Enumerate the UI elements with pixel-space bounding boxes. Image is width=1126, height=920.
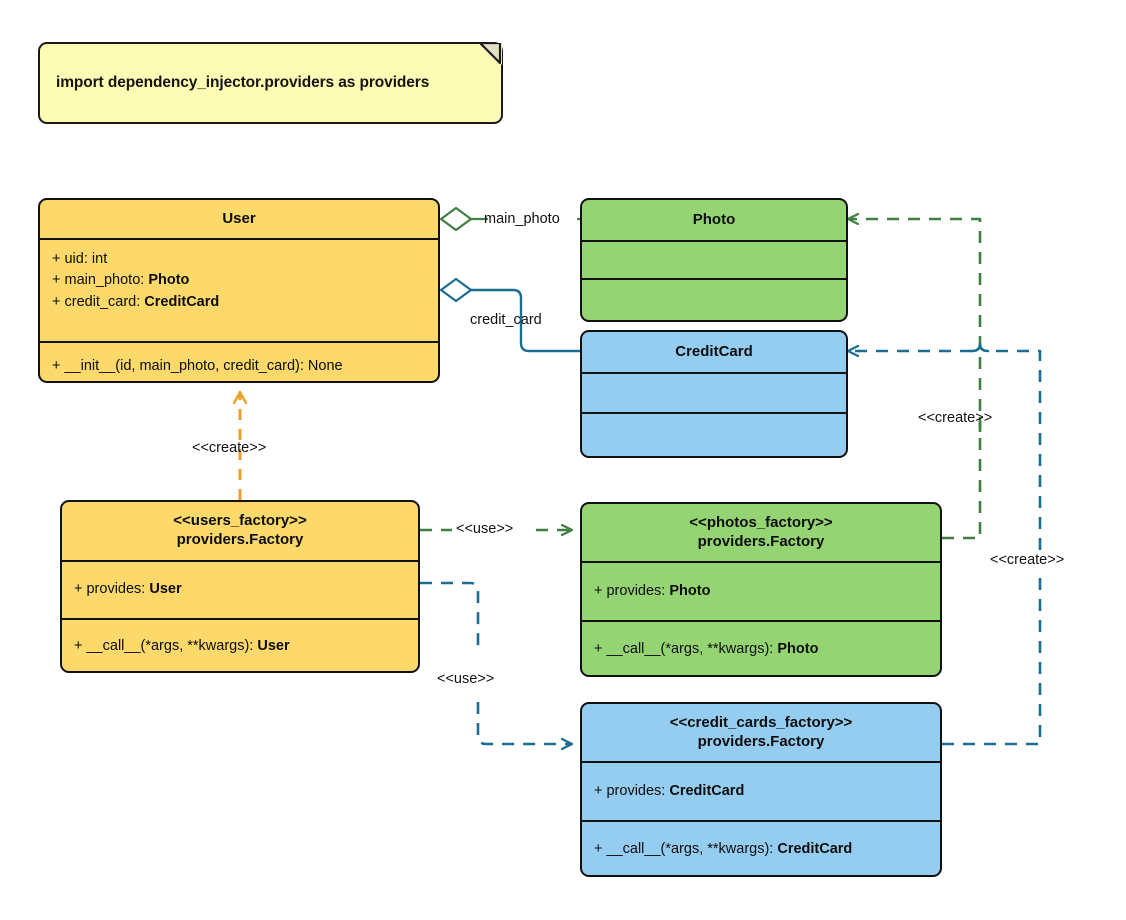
edge-create-photo (848, 219, 982, 540)
class-member: + credit_card: CreditCard (52, 293, 220, 310)
class-separator (582, 240, 846, 242)
class-stereotype-photos-factory: <<photos_factory>> (689, 513, 833, 531)
class-methods-credit-cards-factory: + __call__(*args, **kwargs): CreditCard (582, 822, 940, 875)
class-attributes-users-factory: + provides: User (62, 562, 418, 618)
class-methods-photo (582, 280, 846, 320)
class-box-photo[interactable]: Photo (580, 198, 848, 322)
class-separator (40, 238, 438, 240)
class-separator (62, 560, 418, 562)
class-methods-credit-card (582, 414, 846, 456)
aggregation-diamond-main-photo (439, 206, 473, 232)
class-stereotype-credit-cards-factory: <<credit_cards_factory>> (669, 713, 853, 731)
class-separator (582, 412, 846, 414)
class-methods-photos-factory: + __call__(*args, **kwargs): Photo (582, 622, 940, 675)
class-member: + __call__(*args, **kwargs): Photo (594, 641, 819, 658)
class-title-photos-factory: <<photos_factory>> providers.Factory (582, 504, 940, 561)
class-separator (582, 561, 940, 563)
class-member: + provides: CreditCard (594, 782, 745, 799)
class-member: + __init__(id, main_photo, credit_card):… (52, 358, 343, 375)
class-methods-users-factory: + __call__(*args, **kwargs): User (62, 620, 418, 671)
class-separator (582, 820, 940, 822)
class-name-users-factory: providers.Factory (176, 531, 304, 548)
class-member: + __call__(*args, **kwargs): User (74, 638, 290, 655)
class-member: + uid: int (52, 251, 108, 267)
class-attributes-credit-cards-factory: + provides: CreditCard (582, 763, 940, 820)
class-attributes-photo (582, 242, 846, 278)
edge-label-create-photo: <<create>> (918, 410, 993, 426)
class-box-users-factory[interactable]: <<users_factory>> providers.Factory + pr… (60, 500, 420, 673)
class-name-credit-cards-factory: providers.Factory (697, 732, 825, 750)
class-member: + provides: Photo (594, 582, 711, 599)
class-member: + __call__(*args, **kwargs): CreditCard (594, 841, 853, 858)
edge-label-use-photos-factory: <<use>> (456, 521, 514, 537)
class-title-credit-cards-factory: <<credit_cards_factory>> providers.Facto… (582, 704, 940, 761)
class-box-credit-cards-factory[interactable]: <<credit_cards_factory>> providers.Facto… (580, 702, 942, 877)
class-title-credit-card: CreditCard (582, 332, 846, 372)
aggregation-diamond-credit-card (439, 277, 473, 303)
line-hop (970, 342, 990, 353)
class-title-user: User (40, 200, 438, 238)
edge-label-credit-card: credit_card (470, 312, 542, 328)
class-box-photos-factory[interactable]: <<photos_factory>> providers.Factory + p… (580, 502, 942, 677)
edge-label-use-credit-cards-factory: <<use>> (437, 671, 495, 687)
class-name-credit-card: CreditCard (675, 342, 753, 360)
class-methods-user: + __init__(id, main_photo, credit_card):… (40, 343, 438, 381)
class-separator (62, 618, 418, 620)
class-separator (40, 341, 438, 343)
class-separator (582, 761, 940, 763)
class-separator (582, 372, 846, 374)
note-fold-corner (480, 43, 502, 65)
class-member: + main_photo: Photo (52, 272, 190, 289)
class-stereotype-users-factory: <<users_factory>> (173, 512, 307, 530)
class-attributes-user: + uid: int + main_photo: Photo + credit_… (40, 240, 438, 341)
class-separator (582, 278, 846, 280)
import-note-text: import dependency_injector.providers as … (56, 74, 430, 91)
class-name-photo: Photo (692, 210, 736, 228)
class-attributes-photos-factory: + provides: Photo (582, 563, 940, 620)
edge-label-create-user: <<create>> (192, 440, 267, 456)
edge-use-credit-cards-factory (420, 581, 572, 744)
class-attributes-credit-card (582, 374, 846, 412)
class-name-user: User (222, 209, 256, 227)
class-name-photos-factory: providers.Factory (697, 532, 825, 550)
class-title-users-factory: <<users_factory>> providers.Factory (62, 502, 418, 560)
import-note: import dependency_injector.providers as … (38, 42, 503, 124)
class-member: + provides: User (74, 581, 182, 598)
class-title-photo: Photo (582, 200, 846, 240)
class-box-credit-card[interactable]: CreditCard (580, 330, 848, 458)
edge-label-create-credit-card: <<create>> (990, 552, 1065, 568)
class-separator (582, 620, 940, 622)
class-box-user[interactable]: User + uid: int + main_photo: Photo + cr… (38, 198, 440, 383)
edge-label-main-photo: main_photo (484, 211, 560, 227)
